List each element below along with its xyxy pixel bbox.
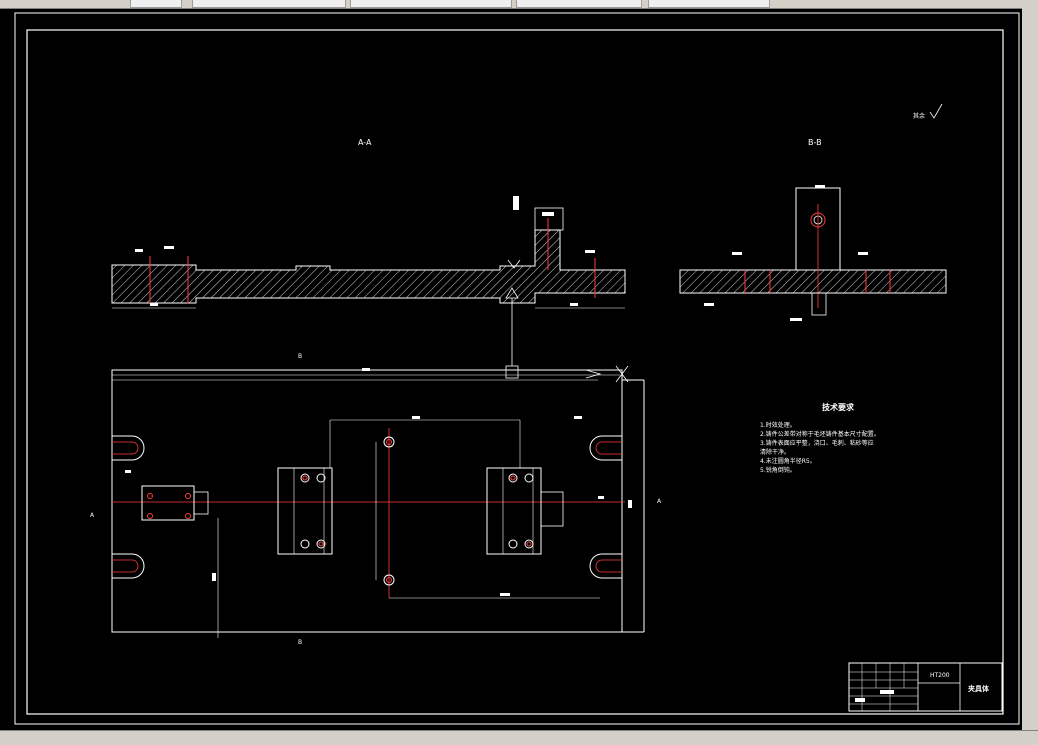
view-mark-left-a: A [90, 512, 95, 519]
outer-frame [14, 12, 1020, 725]
requirement-line: 1.时效处理。 [760, 421, 796, 429]
plan-view: B A A B [90, 353, 662, 646]
requirement-line: 4.未注圆角半径R5。 [760, 457, 816, 465]
requirement-line: 2.铸件公差带对称于毛坯铸件基本尺寸配置。 [760, 430, 880, 438]
requirement-line: 3.铸件表面应平整，浇口、毛刺、粘砂等应 [760, 439, 874, 447]
lineweight-dropdown[interactable] [516, 0, 642, 8]
horizontal-scrollbar[interactable] [0, 730, 1038, 745]
view-mark-right-a: A [657, 498, 662, 505]
inner-frame [26, 29, 1004, 715]
section-a-view [111, 196, 626, 379]
requirement-line: 清除干净。 [760, 448, 790, 456]
view-mark-top-b: B [298, 353, 302, 360]
technical-requirements: 技术要求 1.时效处理。 2.铸件公差带对称于毛坯铸件基本尺寸配置。 3.铸件表… [760, 402, 880, 474]
requirement-line: 5.锐角倒钝。 [760, 466, 796, 474]
surface-finish-icon [929, 103, 943, 119]
linetype-dropdown[interactable] [350, 0, 512, 8]
requirements-title: 技术要求 [822, 402, 855, 412]
cad-toolbar [0, 0, 1038, 9]
plotstyle-dropdown[interactable] [648, 0, 770, 8]
view-mark-bottom-b: B [298, 639, 302, 646]
section-b-view [679, 185, 947, 321]
material-label: HT200 [930, 672, 950, 679]
toolbar-button[interactable] [130, 0, 182, 8]
surface-note: 其余 [913, 112, 925, 120]
part-name-label: 夹具体 [968, 684, 990, 693]
title-block: HT200 夹具体 [848, 662, 1003, 712]
drawing-canvas[interactable]: A-A B-B 其余 [0, 8, 1022, 731]
layer-dropdown[interactable] [192, 0, 346, 8]
vertical-scrollbar[interactable] [1022, 8, 1038, 731]
section-b-label: B-B [808, 138, 822, 147]
section-a-label: A-A [358, 138, 372, 147]
